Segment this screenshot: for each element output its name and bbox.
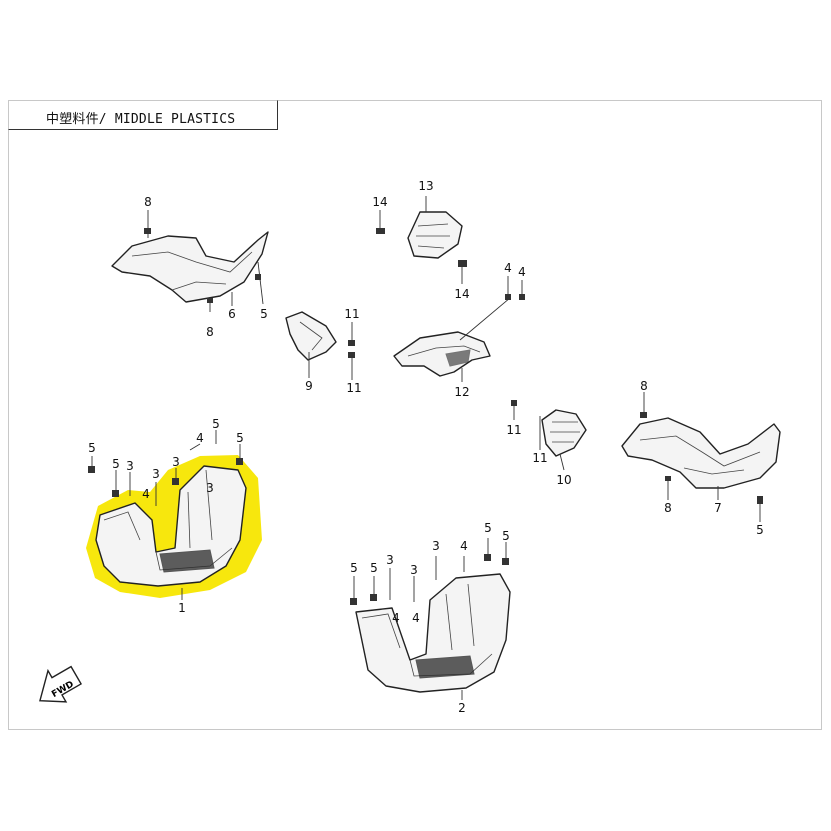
callout-8: 8 [664, 501, 672, 515]
callout-5: 5 [260, 307, 268, 321]
callout-4: 4 [504, 261, 512, 275]
part-2-right-footwell [355, 573, 511, 693]
part-12-center-panel [393, 331, 491, 377]
callout-2: 2 [458, 701, 466, 715]
callout-14: 14 [372, 195, 387, 209]
callout-4: 4 [460, 539, 468, 553]
page-title: 中塑料件/ MIDDLE PLASTICS [46, 112, 236, 127]
fasteners [88, 228, 763, 605]
part-10-grille [541, 409, 587, 457]
callout-5: 5 [502, 529, 510, 543]
part-7-right-side-panel [621, 417, 781, 489]
part-callouts: 8 8 6 5 14 13 14 11 11 9 4 4 12 11 11 10… [88, 179, 764, 715]
callout-5: 5 [112, 457, 120, 471]
callout-10: 10 [556, 473, 571, 487]
callout-3: 3 [126, 459, 134, 473]
callout-11: 11 [346, 381, 361, 395]
callout-8: 8 [640, 379, 648, 393]
callout-3: 3 [152, 467, 160, 481]
callout-4: 4 [196, 431, 204, 445]
callout-3: 3 [386, 553, 394, 567]
callout-1: 1 [178, 601, 186, 615]
callout-12: 12 [454, 385, 469, 399]
callout-8: 8 [144, 195, 152, 209]
diagram-frame [8, 100, 822, 730]
callout-4: 4 [142, 487, 150, 501]
callout-4: 4 [518, 265, 526, 279]
part-13-vent-cover [407, 211, 463, 259]
callout-4: 4 [412, 611, 420, 625]
callout-3: 3 [172, 455, 180, 469]
callout-13: 13 [418, 179, 433, 193]
leader-lines [91, 196, 761, 700]
callout-3: 3 [432, 539, 440, 553]
callout-5: 5 [212, 417, 220, 431]
title-box [8, 100, 278, 130]
part-6-left-side-panel [111, 231, 269, 303]
callout-5: 5 [370, 561, 378, 575]
callout-3: 3 [206, 481, 214, 495]
callout-9: 9 [305, 379, 313, 393]
part-9-bracket [285, 311, 337, 361]
callout-5: 5 [350, 561, 358, 575]
callout-11: 11 [506, 423, 521, 437]
callout-11: 11 [344, 307, 359, 321]
callout-7: 7 [714, 501, 722, 515]
callout-14: 14 [454, 287, 469, 301]
callout-11: 11 [532, 451, 547, 465]
callout-3: 3 [410, 563, 418, 577]
callout-5: 5 [756, 523, 764, 537]
part-1-left-footwell [95, 465, 247, 587]
callout-5: 5 [484, 521, 492, 535]
callout-4: 4 [392, 611, 400, 625]
callout-5: 5 [236, 431, 244, 445]
callout-5: 5 [88, 441, 96, 455]
callout-6: 6 [228, 307, 236, 321]
forward-direction-arrow: FWD [39, 665, 83, 703]
callout-8: 8 [206, 325, 214, 339]
